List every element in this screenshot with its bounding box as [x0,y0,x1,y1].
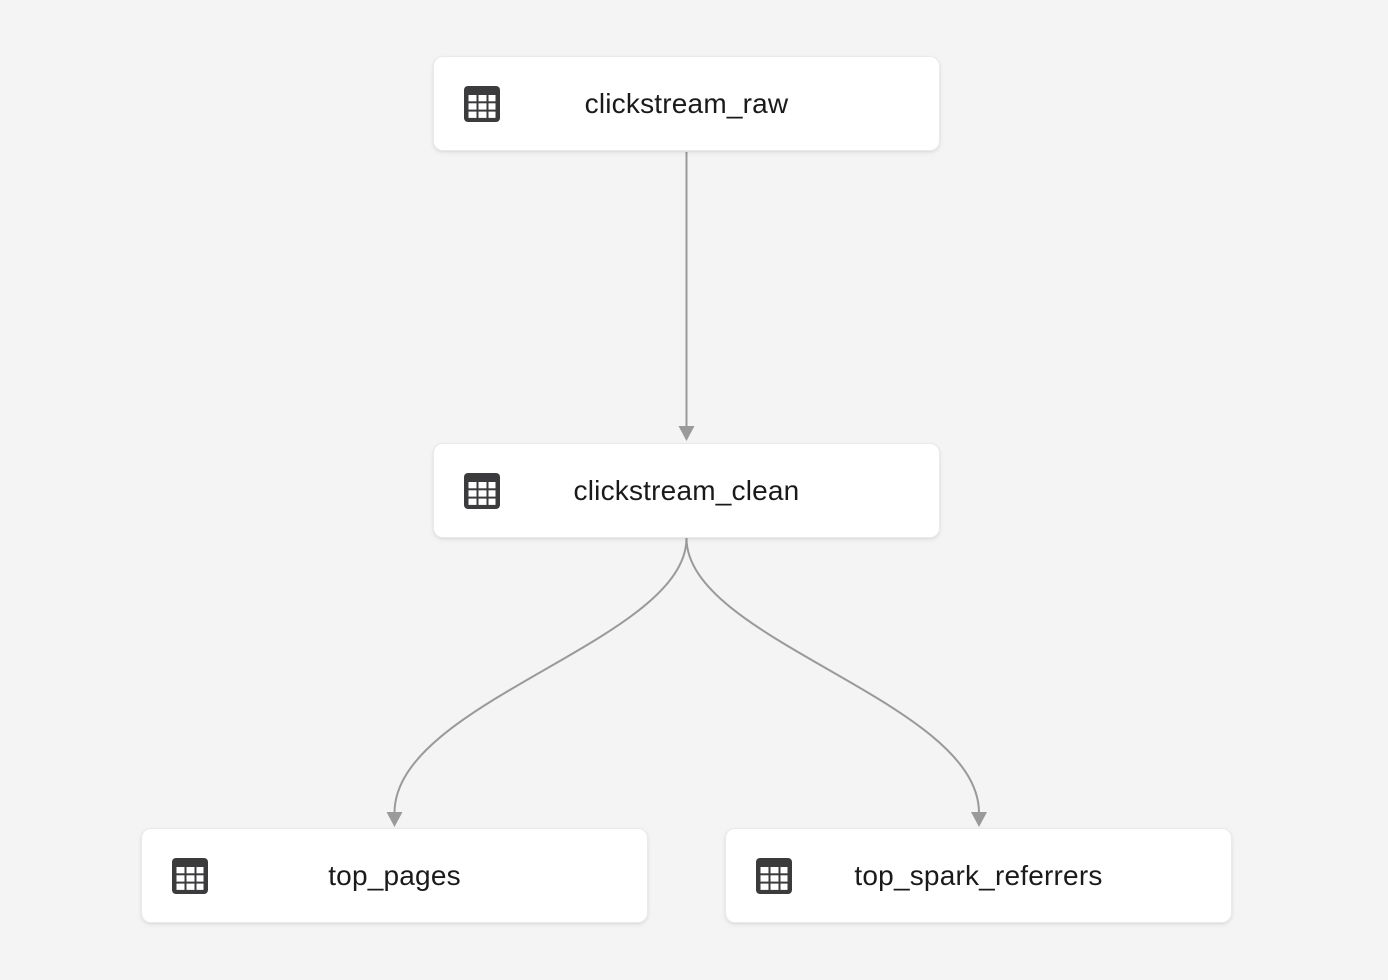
dag-node-top-spark-referrers[interactable]: top_spark_referrers [725,828,1232,923]
dag-node-clickstream-clean[interactable]: clickstream_clean [433,443,940,538]
arrowhead-clickstream_clean [678,426,695,441]
arrowhead-top_spark_referrers [971,812,987,827]
edge-clickstream_clean-to-top_pages [393,537,688,814]
dag-node-top-pages[interactable]: top_pages [141,828,648,923]
table-icon [464,472,500,509]
table-icon [172,857,208,894]
node-label-top-spark-referrers: top_spark_referrers [854,859,1103,891]
table-icon [756,857,792,894]
edge-clickstream_clean-to-top_spark_referrers [685,537,980,814]
node-label-top-pages: top_pages [328,859,461,891]
node-label-clickstream-clean: clickstream_clean [573,474,800,506]
table-icon [464,85,500,122]
node-label-clickstream-raw: clickstream_raw [584,87,789,119]
arrowhead-top_pages [386,812,403,827]
dag-node-clickstream-raw[interactable]: clickstream_raw [433,56,940,151]
